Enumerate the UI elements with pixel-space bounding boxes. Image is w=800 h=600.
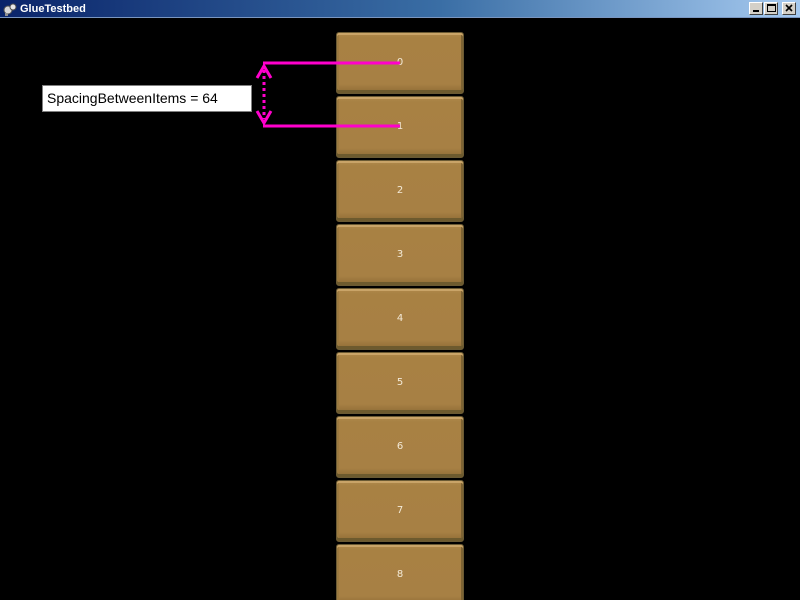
list-item-label: 7 [396, 505, 404, 516]
list-item[interactable]: 8 [336, 544, 464, 600]
list-item[interactable]: 2 [336, 160, 464, 222]
list-item[interactable]: 4 [336, 288, 464, 350]
list-item[interactable]: 6 [336, 416, 464, 478]
window-title: GlueTestbed [20, 3, 86, 15]
minimize-button[interactable] [749, 2, 763, 15]
annotation-box: SpacingBetweenItems = 64 [42, 85, 252, 112]
arrow-down-icon [255, 110, 273, 126]
list-item[interactable]: 7 [336, 480, 464, 542]
list-item-label: 8 [396, 569, 404, 580]
list-item[interactable]: 1 [336, 96, 464, 158]
title-bar[interactable]: GlueTestbed [0, 0, 800, 18]
close-icon [785, 4, 793, 12]
testbed-canvas: 0 1 2 3 4 5 6 7 8 [0, 18, 800, 600]
list-item-label: 1 [396, 121, 404, 132]
app-icon [2, 1, 18, 17]
close-button[interactable] [782, 2, 796, 15]
maximize-button[interactable] [764, 2, 778, 15]
list-item-label: 2 [396, 185, 404, 196]
list-item-label: 6 [396, 441, 404, 452]
list-item[interactable]: 0 [336, 32, 464, 94]
list-item[interactable]: 5 [336, 352, 464, 414]
list-item-label: 0 [396, 57, 404, 68]
list-item[interactable]: 3 [336, 224, 464, 286]
minimize-icon [753, 10, 759, 12]
list-item-label: 5 [396, 377, 404, 388]
list-item-label: 3 [396, 249, 404, 260]
arrow-up-icon [255, 63, 273, 79]
maximize-icon [767, 4, 776, 12]
list-item-label: 4 [396, 313, 404, 324]
annotation-text: SpacingBetweenItems = 64 [47, 90, 218, 106]
